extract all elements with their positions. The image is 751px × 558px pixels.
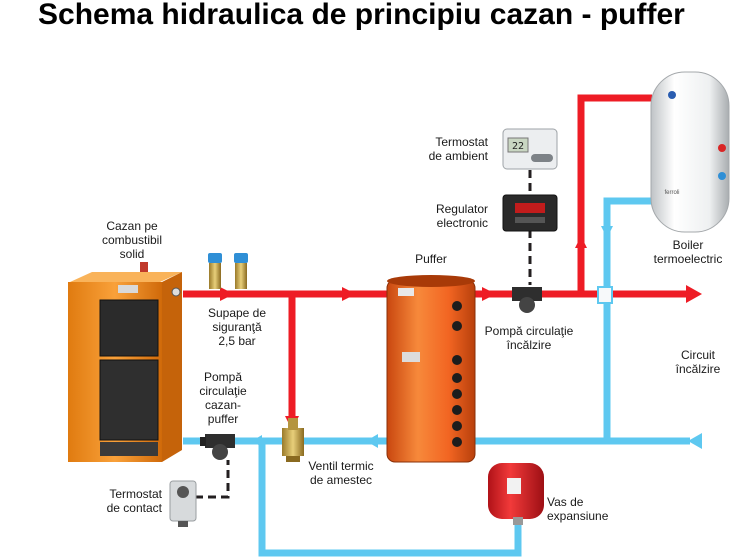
boiler-upper-door [99,299,159,357]
boiler-ash-door [100,442,158,456]
room-thermostat-screen [507,137,529,153]
cold-arrow-inlet [688,433,702,449]
contact-thermostat-knob [177,486,189,498]
vessel-connector [513,517,523,525]
hot-arrow-riser [575,236,587,248]
boiler-side [162,272,182,462]
heating-pump-body [512,287,542,301]
cold-arrow-left [252,435,262,447]
electric-boiler-indicator-red [718,144,726,152]
regulator-screen [515,203,545,213]
boiler-top [70,272,182,282]
hot-arrow-outlet [686,285,702,303]
safety-valve-2-cap [234,253,248,263]
mixing-valve-port [286,456,300,462]
boiler-pump-flange [200,437,206,446]
label-expansion-vessel: Vas de expansiune [547,495,609,523]
electric-boiler[interactable]: ferroli [650,71,730,233]
boiler-pump-motor [212,444,228,460]
boiler-pump-body [205,434,235,448]
cold-arrow-return [366,434,378,448]
boiler-gauge [171,287,181,297]
heating-pump-motor [519,297,535,313]
regulator-buttons [515,217,545,223]
contact-thermostat-lead [178,521,188,527]
electric-boiler-brand: ferroli [664,190,679,196]
heating-pump[interactable] [512,287,542,313]
electric-boiler-indicator-blue [718,172,726,180]
hot-arrow-2 [342,287,356,301]
puffer-tank[interactable] [386,275,476,463]
safety-valves[interactable] [208,253,248,289]
hot-arrow-3 [482,287,496,301]
label-heating-circuit: Circuit încălzire [675,348,721,376]
electronic-regulator[interactable] [502,194,558,232]
diagram-title: Schema hidraulica de principiu cazan - p… [38,0,685,31]
label-boiler-pump: Pompă circulaţie cazan- puffer [199,370,247,426]
room-thermostat-display: 22 [512,141,524,152]
mixing-valve-stem [288,418,298,430]
pipe-junction [597,286,613,304]
label-safety-valves: Supape de siguranţă 2,5 bar [207,306,267,348]
boiler-lower-door [99,359,159,441]
mixing-valve[interactable] [282,418,304,462]
label-electronic-regulator: Regulator electronic [435,202,488,230]
cold-arrow-riser [601,226,613,238]
safety-valve-1-cap [208,253,222,263]
puffer-display [402,352,420,362]
puffer-badge [398,288,414,296]
label-electric-boiler: Boiler termoelectric [653,238,723,266]
label-puffer: Puffer [415,252,447,266]
label-room-thermostat: Termostat de ambient [428,135,488,163]
electric-boiler-logo [668,91,676,99]
control-wires [195,170,532,499]
hot-riser-to-boiler [577,94,652,294]
hot-arrow-1 [220,287,234,301]
wire-contact-pump [195,460,230,499]
label-contact-thermostat: Termostat de contact [106,487,162,515]
mixing-valve-body [282,428,304,456]
vessel-label [507,478,521,494]
label-heating-pump: Pompă circulaţie încălzire [484,324,574,352]
puffer-ports [452,301,462,447]
solid-fuel-boiler[interactable] [68,262,182,462]
boiler-pump[interactable] [200,434,235,460]
cold-riser-to-boiler [603,197,652,441]
label-mixing-valve: Ventil termic de amestec [308,459,374,487]
label-solid-fuel-boiler: Cazan pe combustibil solid [101,219,163,261]
contact-thermostat[interactable] [169,480,197,527]
boiler-control-knob [140,262,148,272]
electric-boiler-body [650,71,730,233]
safety-valve-1-body [209,263,221,289]
room-thermostat[interactable]: 22 [502,128,558,170]
safety-valve-2-body [235,263,247,289]
room-thermostat-dial [531,154,553,162]
boiler-nameplate [118,285,138,293]
cold-loop-to-vessel [258,441,522,557]
puffer-top [387,275,475,287]
expansion-vessel[interactable] [488,463,544,525]
